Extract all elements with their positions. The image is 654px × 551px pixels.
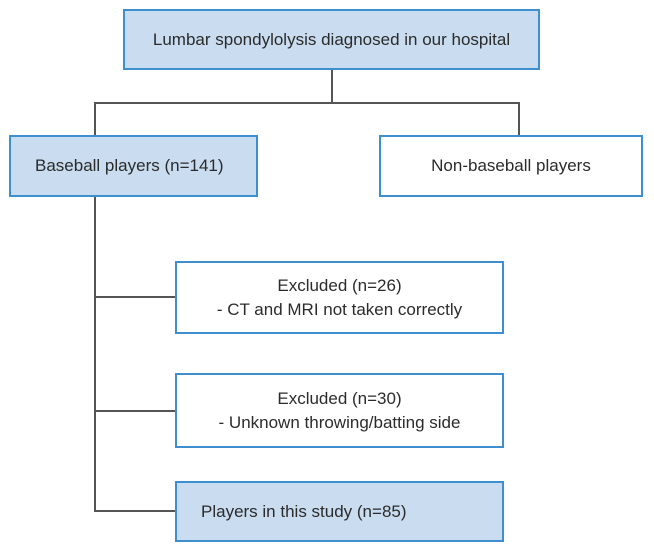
connector-to-excluded-2: [94, 410, 176, 412]
excluded-box-1: Excluded (n=26) - CT and MRI not taken c…: [175, 261, 504, 334]
baseball-players-label: Baseball players (n=141): [35, 156, 224, 175]
excluded-box-2: Excluded (n=30) - Unknown throwing/batti…: [175, 373, 504, 448]
non-baseball-players-label: Non-baseball players: [431, 156, 591, 175]
baseball-players-box: Baseball players (n=141): [9, 135, 258, 197]
final-study-label: Players in this study (n=85): [201, 501, 407, 521]
excluded-2-reason: - Unknown throwing/batting side: [218, 412, 461, 432]
non-baseball-players-box: Non-baseball players: [379, 135, 643, 197]
connector-root-down: [331, 70, 333, 104]
excluded-1-reason: - CT and MRI not taken correctly: [216, 299, 463, 319]
connector-to-final: [94, 510, 176, 512]
connector-to-excluded-1: [94, 296, 176, 298]
excluded-2-title: Excluded (n=30): [277, 388, 402, 408]
connector-branch-horizontal: [94, 102, 520, 104]
root-label: Lumbar spondylolysis diagnosed in our ho…: [152, 29, 511, 49]
connector-to-baseball: [94, 102, 96, 136]
final-study-box: Players in this study (n=85): [175, 481, 504, 542]
connector-to-non-baseball: [518, 102, 520, 136]
connector-baseball-trunk: [94, 197, 96, 512]
excluded-1-title: Excluded (n=26): [277, 275, 402, 295]
root-box: Lumbar spondylolysis diagnosed in our ho…: [123, 9, 540, 70]
